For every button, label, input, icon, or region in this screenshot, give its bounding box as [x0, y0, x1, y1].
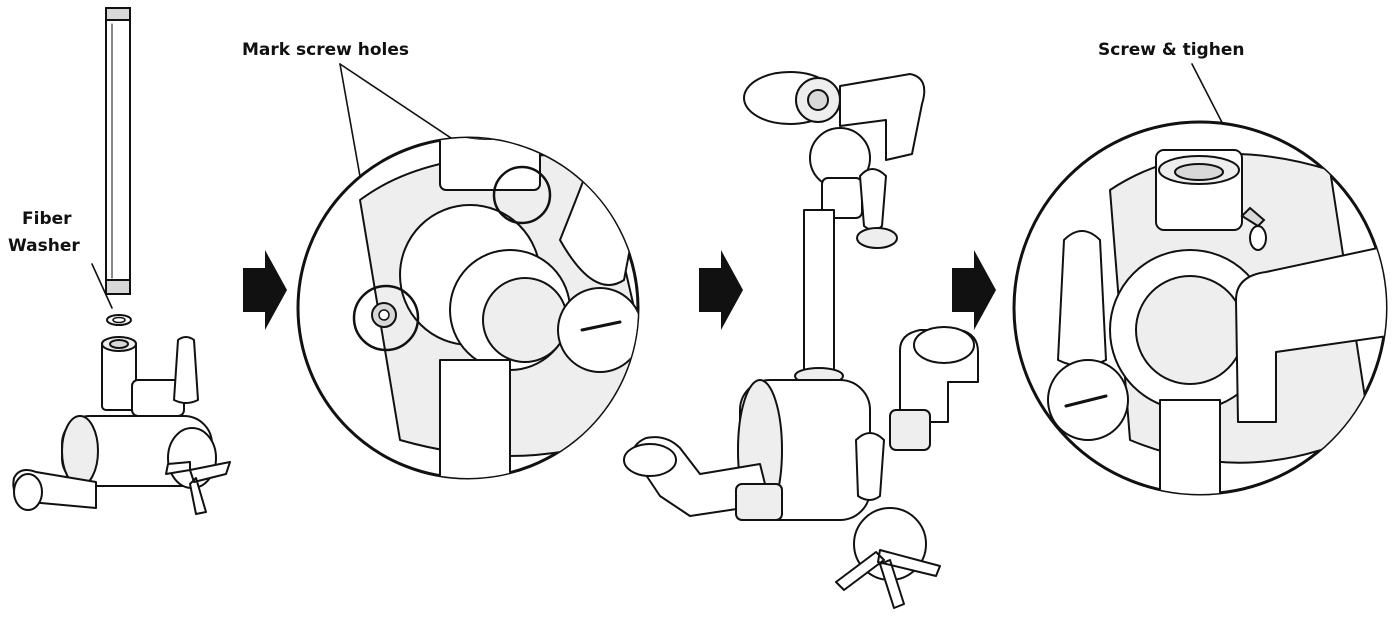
fiber-washer-label-line2: Washer — [8, 236, 80, 256]
screw — [1240, 206, 1267, 251]
screw-hole-marker-left — [352, 284, 420, 352]
right-arrow-icon — [952, 250, 996, 330]
thermostatic-valve-body — [12, 336, 231, 515]
fiber-washer — [106, 314, 132, 326]
step-4-panel: Screw & tighen — [1012, 40, 1388, 496]
screw-and-tighten-label: Screw & tighen — [1098, 40, 1244, 60]
step-3-panel — [623, 71, 979, 609]
step-1-panel: Fiber Washer — [8, 7, 231, 515]
right-arrow-icon — [243, 250, 287, 330]
fiber-washer-label: Fiber — [22, 209, 72, 229]
mark-screw-holes-label: Mark screw holes — [242, 40, 409, 60]
right-arrow-icon — [699, 250, 743, 330]
valve-closeup-tightened — [1047, 149, 1386, 494]
step-2-panel: Mark screw holes — [242, 40, 640, 480]
valve-closeup — [359, 138, 638, 478]
riser-pipe — [105, 7, 131, 295]
screw-hole-marker-right — [492, 165, 552, 225]
